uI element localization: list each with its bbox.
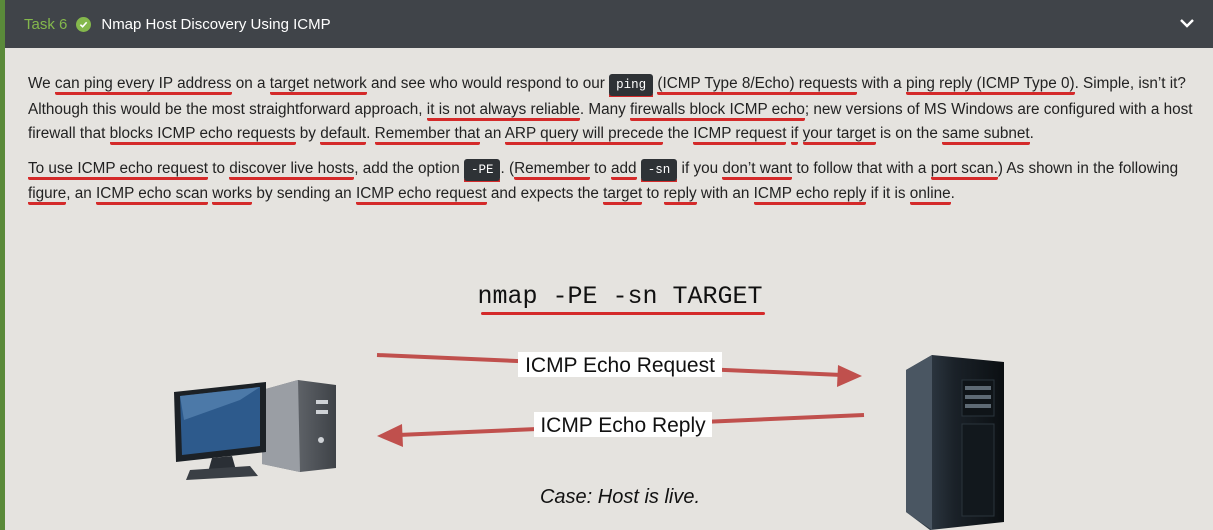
task-accent-bar (0, 0, 5, 530)
reply-label: ICMP Echo Reply (540, 414, 706, 437)
check-circle-icon (76, 16, 92, 32)
task-content: We can ping every IP address on a target… (28, 72, 1194, 217)
task-header[interactable]: Task 6 Nmap Host Discovery Using ICMP (5, 0, 1213, 48)
pe-option-code: -PE (463, 158, 501, 181)
figure-caption: Case: Host is live. (540, 486, 700, 508)
desktop-computer-icon (174, 380, 336, 480)
chevron-down-icon[interactable] (1179, 15, 1195, 36)
paragraph-pe-option: To use ICMP echo request to discover liv… (28, 157, 1194, 207)
paragraph-icmp-intro: We can ping every IP address on a target… (28, 72, 1194, 147)
sn-option-code: -sn (640, 158, 678, 181)
task-number: Task 6 (24, 15, 68, 33)
reply-label-box (534, 412, 712, 437)
command-text: nmap -PE -sn TARGET (477, 282, 762, 311)
server-tower-icon (906, 355, 1004, 530)
request-label: ICMP Echo Request (525, 354, 715, 377)
command-underline (481, 312, 765, 315)
ping-code: ping (609, 74, 654, 96)
task-title: Nmap Host Discovery Using ICMP (101, 15, 331, 33)
request-label-box (518, 352, 722, 377)
